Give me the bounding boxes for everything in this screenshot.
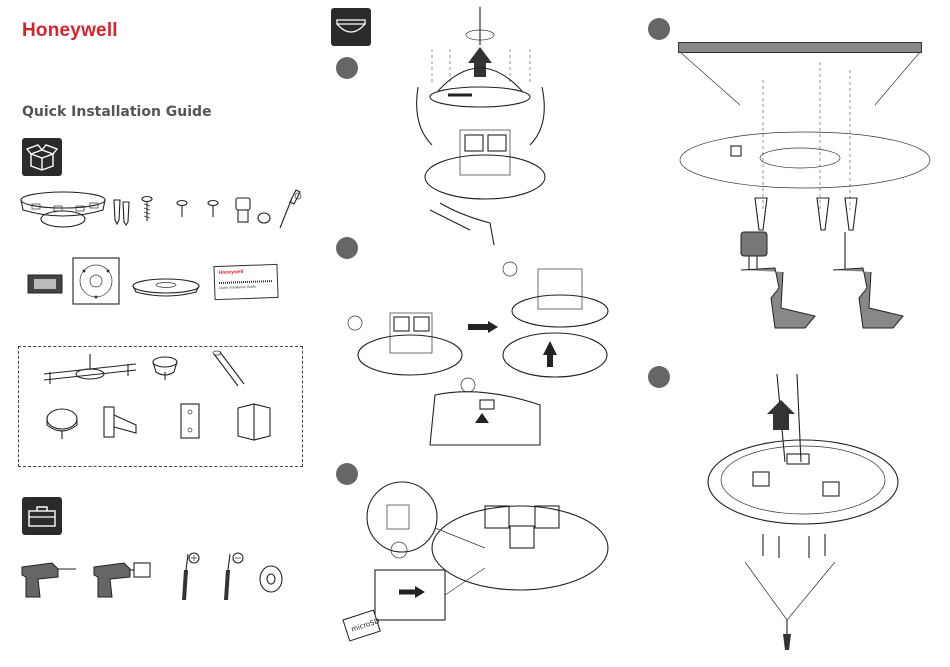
remove-base-illustration	[340, 255, 620, 465]
flat-screwdriver-illustration	[218, 550, 246, 602]
o-ring-illustration	[256, 210, 272, 226]
mounting-template-illustration	[72, 257, 120, 305]
dome-camera-icon	[331, 8, 371, 46]
cable-gland-illustration	[233, 196, 253, 226]
page-title: Quick Installation Guide	[22, 104, 212, 120]
screw-illustration-3	[206, 200, 220, 220]
extension-pipe-illustration	[206, 350, 246, 390]
pole-mount-adapter-illustration	[175, 402, 205, 442]
wall-mount-arm-illustration	[100, 405, 140, 441]
drill-bit-illustration	[825, 228, 915, 338]
cable-roll-illustration	[258, 564, 284, 594]
ceiling-template-illustration	[675, 50, 935, 240]
honeywell-logo: Honeywell	[22, 20, 118, 42]
camera-unit-illustration	[18, 186, 108, 231]
remove-dome-illustration	[410, 5, 580, 250]
junction-box-illustration	[44, 405, 80, 441]
corner-mount-adapter-illustration	[234, 402, 274, 442]
package-contents-icon	[22, 138, 62, 176]
mount-base-illustration	[705, 372, 905, 652]
screw-illustration-2	[175, 200, 189, 220]
screwdriver-illustration	[274, 188, 304, 232]
trim-ring-illustration	[130, 272, 202, 300]
step-1-marker	[336, 57, 358, 79]
quick-guide-card-brand: Honeywell	[219, 268, 277, 276]
desiccant-pack-illustration	[26, 272, 66, 298]
quick-guide-card: Honeywell Quick Installation Guide	[213, 264, 278, 300]
quick-guide-card-caption: Quick Installation Guide	[219, 284, 277, 290]
pendant-mount-bracket-illustration	[40, 350, 140, 392]
screw-illustration-1	[140, 196, 154, 224]
hole-saw-drill-illustration	[90, 555, 160, 601]
wall-anchors-illustration	[110, 196, 132, 226]
insert-sd-card-illustration: microSD	[335, 470, 615, 650]
step-4-marker	[648, 18, 670, 40]
step-5-marker	[648, 366, 670, 388]
drill-hole-saw-illustration	[735, 228, 825, 338]
ceiling-mount-cap-illustration	[150, 352, 180, 382]
phillips-screwdriver-illustration	[172, 550, 200, 602]
toolbox-icon	[22, 497, 62, 535]
drill-illustration	[18, 555, 80, 601]
